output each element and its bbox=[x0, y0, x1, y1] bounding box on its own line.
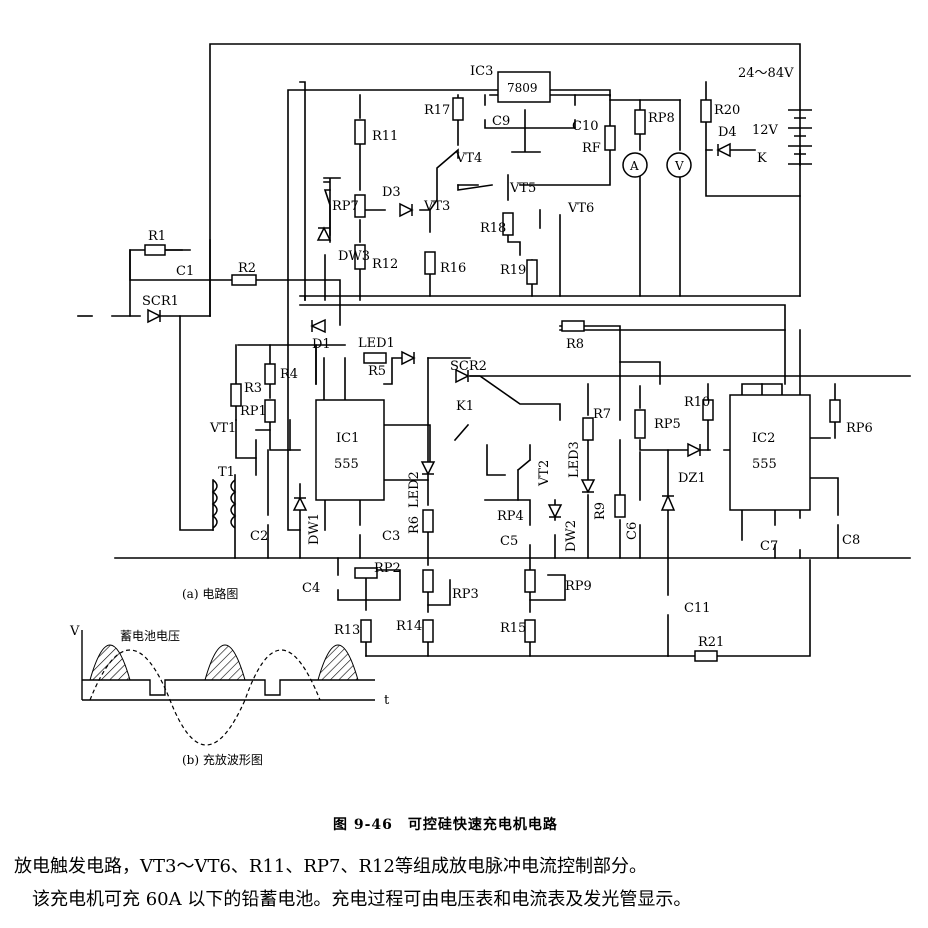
ammeter bbox=[622, 152, 648, 178]
label-ic1: IC1 bbox=[336, 431, 359, 446]
label-vt3: VT3 bbox=[423, 199, 450, 214]
label-r8: R8 bbox=[566, 337, 584, 352]
label-ic3: IC3 bbox=[470, 64, 493, 79]
label-c4: C4 bbox=[302, 581, 320, 596]
label-r6: R6 bbox=[407, 516, 422, 534]
label-r9: R9 bbox=[593, 502, 608, 520]
label-k1: K1 bbox=[456, 399, 474, 414]
label-rp1: RP1 bbox=[240, 404, 267, 419]
label-c10: C10 bbox=[572, 119, 599, 134]
sub-b-label: (b) 充放波形图 bbox=[182, 752, 263, 767]
label-r2: R2 bbox=[238, 261, 256, 276]
label-r15: R15 bbox=[500, 621, 526, 636]
label-r11: R11 bbox=[372, 129, 398, 144]
label-scr1: SCR1 bbox=[142, 294, 179, 309]
label-c2: C2 bbox=[250, 529, 268, 544]
label-r17: R17 bbox=[424, 103, 450, 118]
label-led1: LED1 bbox=[358, 336, 395, 351]
label-vt1: VT1 bbox=[209, 421, 236, 436]
label-c7: C7 bbox=[760, 539, 778, 554]
label-rp5: RP5 bbox=[654, 417, 681, 432]
label-vsrc: 24～84V bbox=[738, 66, 794, 81]
label-led3: LED3 bbox=[567, 441, 582, 478]
waveform: V t 蓄电池电压 bbox=[69, 624, 390, 746]
label-c1: C1 bbox=[176, 264, 194, 279]
label-rp9: RP9 bbox=[565, 579, 592, 594]
label-ammeter: A bbox=[629, 159, 639, 173]
label-led2: LED2 bbox=[407, 471, 422, 508]
label-dw1: DW1 bbox=[307, 513, 322, 545]
voltmeter bbox=[666, 152, 692, 178]
label-rp3: RP3 bbox=[452, 587, 479, 602]
label-7809: 7809 bbox=[507, 81, 538, 95]
label-r12: R12 bbox=[372, 257, 398, 272]
label-scr2: SCR2 bbox=[450, 359, 487, 374]
label-r5: R5 bbox=[368, 364, 386, 379]
diode-symbols bbox=[147, 109, 812, 519]
label-c5: C5 bbox=[500, 534, 518, 549]
label-dz1: DZ1 bbox=[678, 471, 706, 486]
label-rp4: RP4 bbox=[497, 509, 524, 524]
component-labels: IC3 7809 24～84V 12V K R1 C1 R2 SCR1 VT1 … bbox=[142, 64, 873, 650]
label-r20: R20 bbox=[714, 103, 740, 118]
label-555a: 555 bbox=[334, 457, 359, 472]
label-d4: D4 bbox=[718, 125, 737, 140]
label-r19: R19 bbox=[500, 263, 526, 278]
label-dw3: DW3 bbox=[338, 249, 370, 264]
components bbox=[144, 71, 841, 662]
wave-t-label: t bbox=[384, 693, 390, 708]
label-r7: R7 bbox=[593, 407, 611, 422]
label-r4: R4 bbox=[280, 367, 298, 382]
label-ic2: IC2 bbox=[752, 431, 775, 446]
wiring bbox=[77, 43, 911, 657]
label-c11: C11 bbox=[684, 601, 711, 616]
label-vt5: VT5 bbox=[509, 181, 536, 196]
label-k: K bbox=[757, 151, 767, 166]
label-vt6: VT6 bbox=[567, 201, 594, 216]
label-555b: 555 bbox=[752, 457, 777, 472]
label-rp8: RP8 bbox=[648, 111, 675, 126]
label-c6: C6 bbox=[625, 522, 640, 540]
label-rp2: RP2 bbox=[374, 561, 401, 576]
label-d1: D1 bbox=[312, 337, 331, 352]
label-t1: T1 bbox=[218, 465, 235, 480]
label-r10: R10 bbox=[684, 395, 710, 410]
label-r18: R18 bbox=[480, 221, 506, 236]
body-text: 放电触发电路，VT3～VT6、R11、RP7、R12等组成放电脉冲电流控制部分。… bbox=[14, 850, 914, 916]
label-r1: R1 bbox=[148, 229, 166, 244]
label-r14: R14 bbox=[396, 619, 422, 634]
ic1-555 bbox=[315, 399, 385, 501]
subfigure-labels: (a) 电路图 (b) 充放波形图 bbox=[182, 586, 263, 767]
label-rf: RF bbox=[582, 141, 601, 156]
label-voltmeter: V bbox=[674, 159, 684, 173]
label-r3: R3 bbox=[244, 381, 262, 396]
label-r13: R13 bbox=[334, 623, 360, 638]
wave-note: 蓄电池电压 bbox=[120, 629, 180, 643]
regulator-7809 bbox=[497, 71, 551, 103]
label-c8: C8 bbox=[842, 533, 860, 548]
body-line-2: 该充电机可充 60A 以下的铅蓄电池。充电过程可由电压表和电流表及发光管显示。 bbox=[32, 889, 692, 910]
body-line-1: 放电触发电路，VT3～VT6、R11、RP7、R12等组成放电脉冲电流控制部分。 bbox=[14, 856, 647, 877]
label-r16: R16 bbox=[440, 261, 466, 276]
ic2-555 bbox=[729, 394, 811, 511]
label-rp6: RP6 bbox=[846, 421, 873, 436]
sub-a-label: (a) 电路图 bbox=[182, 586, 238, 601]
wave-v-label: V bbox=[69, 624, 80, 639]
label-d3: D3 bbox=[382, 185, 401, 200]
label-vt4: VT4 bbox=[455, 151, 482, 166]
label-vt2: VT2 bbox=[537, 460, 552, 487]
label-12v: 12V bbox=[752, 123, 779, 138]
label-c9: C9 bbox=[492, 114, 510, 129]
label-rp7: RP7 bbox=[332, 199, 359, 214]
label-dw2: DW2 bbox=[564, 520, 579, 552]
figure-caption: 图 9-46 可控硅快速充电机电路 bbox=[333, 817, 558, 833]
label-c3: C3 bbox=[382, 529, 400, 544]
label-r21: R21 bbox=[698, 635, 724, 650]
